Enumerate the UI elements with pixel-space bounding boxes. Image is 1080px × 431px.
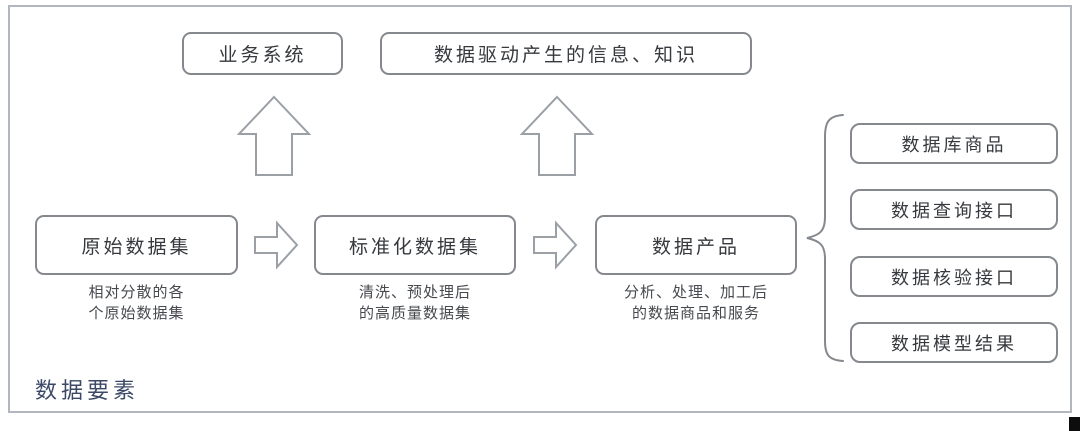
node-raw-dataset-label: 原始数据集 — [81, 236, 192, 258]
node-data-driven-info-label: 数据驱动产生的信息、知识 — [433, 45, 698, 66]
node-business-system: 业务系统 — [182, 32, 343, 75]
diagram-frame: 业务系统 数据驱动产生的信息、知识 原始数据集 标准化数据集 数据产品 相对分散… — [8, 5, 1072, 413]
up-arrow-icon — [520, 95, 594, 176]
right-arrow-icon — [254, 220, 299, 270]
node-data-verification-interface: 数据核验接口 — [850, 256, 1058, 297]
node-standardized-dataset-sublabel: 清洗、预处理后 的高质量数据集 — [358, 285, 471, 322]
node-data-model-result-label: 数据模型结果 — [891, 333, 1017, 354]
node-business-system-label: 业务系统 — [218, 45, 307, 66]
corner-mark — [1069, 417, 1080, 431]
node-data-driven-info: 数据驱动产生的信息、知识 — [380, 32, 752, 75]
node-data-query-interface-label: 数据查询接口 — [891, 200, 1017, 221]
node-raw-dataset-sublabel: 相对分散的各 个原始数据集 — [88, 285, 185, 322]
node-raw-dataset: 原始数据集 — [35, 215, 238, 275]
node-data-product-label: 数据产品 — [651, 236, 740, 258]
node-data-model-result: 数据模型结果 — [850, 322, 1058, 363]
node-data-product-sublabel: 分析、处理、加工后 的数据商品和服务 — [623, 285, 768, 322]
node-data-product: 数据产品 — [595, 215, 797, 275]
node-database-commodity-label: 数据库商品 — [901, 134, 1007, 155]
node-data-query-interface: 数据查询接口 — [850, 189, 1058, 230]
node-data-verification-interface-label: 数据核验接口 — [891, 267, 1017, 288]
node-standardized-dataset-label: 标准化数据集 — [348, 236, 481, 258]
node-standardized-dataset: 标准化数据集 — [314, 215, 516, 275]
up-arrow-icon — [237, 95, 311, 176]
diagram-caption: 数据要素 — [35, 378, 140, 403]
node-database-commodity: 数据库商品 — [850, 123, 1058, 164]
right-arrow-icon — [533, 220, 578, 270]
brace-icon — [806, 114, 844, 362]
